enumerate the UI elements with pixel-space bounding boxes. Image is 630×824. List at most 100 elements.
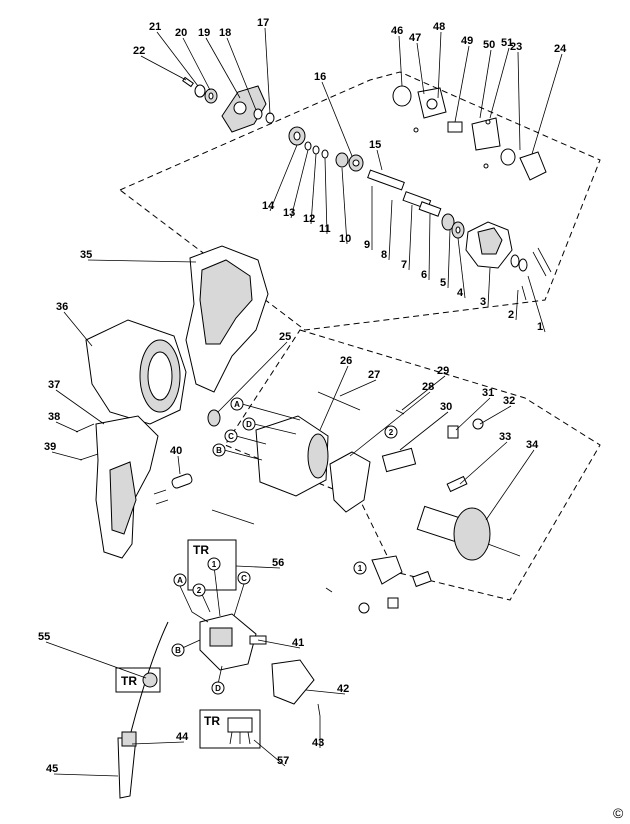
leader-line-22 bbox=[140, 55, 187, 81]
part-number-19: 19 bbox=[198, 27, 210, 39]
leader-line-15 bbox=[376, 149, 383, 171]
screws-part-1 bbox=[521, 247, 552, 301]
part-number-40: 40 bbox=[170, 445, 182, 457]
part-number-49: 49 bbox=[461, 35, 473, 47]
wire-marker-letter-D: D bbox=[242, 417, 256, 431]
tr-label-56: TR bbox=[193, 543, 209, 557]
part-number-36: 36 bbox=[56, 301, 68, 313]
wire-marker-letter-B: B bbox=[212, 443, 226, 457]
part-number-45: 45 bbox=[46, 763, 58, 775]
part-number-26: 26 bbox=[340, 355, 352, 367]
wire-field-a bbox=[241, 403, 301, 421]
bearing-part-4 bbox=[451, 221, 465, 239]
clutch-parts-46-51 bbox=[392, 85, 547, 181]
gear-plate-part bbox=[221, 85, 267, 133]
gear-part-16 bbox=[348, 154, 364, 172]
part-number-42: 42 bbox=[337, 683, 349, 695]
wire-marker-circle bbox=[211, 681, 225, 695]
wire-marker-text: B bbox=[175, 646, 181, 655]
part-number-24: 24 bbox=[554, 43, 567, 55]
wire-marker-circle bbox=[207, 557, 221, 571]
leader-line-39 bbox=[51, 451, 83, 461]
cable-part-45 bbox=[117, 621, 169, 799]
tr-label-55: TR bbox=[121, 674, 137, 688]
wire-marker-circle bbox=[173, 573, 187, 587]
wire-marker-circle bbox=[237, 571, 251, 585]
leader-line-57 bbox=[253, 739, 286, 767]
part-number-7: 7 bbox=[401, 259, 407, 271]
screw-part-43 bbox=[317, 703, 321, 717]
leader-line-10 bbox=[341, 167, 348, 245]
part-number-33: 33 bbox=[499, 431, 511, 443]
leader-line-37 bbox=[55, 389, 105, 425]
capacitor-part-57 bbox=[227, 717, 253, 745]
part-number-13: 13 bbox=[283, 207, 295, 219]
wire-1 bbox=[213, 565, 221, 617]
part-number-27: 27 bbox=[368, 369, 380, 381]
wire-marker-text: A bbox=[177, 576, 183, 585]
leader-line-34 bbox=[485, 449, 535, 521]
part-number-37: 37 bbox=[48, 379, 60, 391]
wire-a bbox=[179, 585, 209, 623]
wire-marker-letter-A: A bbox=[230, 397, 244, 411]
leader-line-44 bbox=[131, 741, 185, 745]
leader-line-4 bbox=[457, 237, 466, 299]
wire-marker-circle bbox=[353, 561, 367, 575]
gearbox-group-outline bbox=[119, 71, 601, 331]
wire-marker-number-1: 1 bbox=[353, 561, 367, 575]
leader-line-50 bbox=[479, 49, 492, 119]
washer-part-21 bbox=[194, 84, 206, 98]
part-number-57: 57 bbox=[277, 755, 289, 767]
leader-line-23 bbox=[517, 51, 521, 151]
leader-line-29 bbox=[401, 375, 446, 411]
wire-marker-text: 1 bbox=[358, 564, 363, 573]
leader-line-40 bbox=[177, 455, 181, 475]
part-number-51: 51 bbox=[501, 37, 513, 49]
part-number-20: 20 bbox=[175, 27, 187, 39]
leader-line-49 bbox=[454, 45, 470, 123]
wire-marker-text: A bbox=[234, 400, 240, 409]
leader-line-36 bbox=[63, 311, 93, 347]
part-number-41: 41 bbox=[292, 637, 304, 649]
screw-long bbox=[211, 509, 255, 525]
leader-line-33 bbox=[459, 441, 508, 485]
part-number-2: 2 bbox=[508, 309, 514, 321]
part-number-56: 56 bbox=[272, 557, 284, 569]
leader-line-13 bbox=[290, 149, 309, 219]
bearing-part-5 bbox=[441, 213, 455, 231]
wire-marker-text: B bbox=[216, 446, 222, 455]
part-number-55: 55 bbox=[38, 631, 50, 643]
part-number-28: 28 bbox=[422, 381, 434, 393]
tr-box-57 bbox=[199, 709, 261, 749]
part-number-14: 14 bbox=[262, 200, 275, 212]
leader-line-51 bbox=[489, 47, 510, 119]
leader-line-2 bbox=[515, 289, 519, 321]
leader-line-24 bbox=[531, 53, 563, 155]
wire-marker-text: D bbox=[215, 684, 221, 693]
part-number-44: 44 bbox=[176, 731, 189, 743]
leader-line-14 bbox=[269, 144, 298, 212]
wire-marker-text: C bbox=[228, 432, 234, 441]
small-parts-13-10 bbox=[304, 141, 349, 168]
leader-line-1 bbox=[527, 275, 546, 333]
part-number-21: 21 bbox=[149, 21, 161, 33]
part-number-29: 29 bbox=[437, 365, 449, 377]
leader-line-7 bbox=[408, 204, 413, 271]
gear-housing-part-3 bbox=[465, 221, 513, 269]
leader-line-41 bbox=[257, 639, 301, 649]
part-number-38: 38 bbox=[48, 411, 60, 423]
wire-marker-letter-A: A bbox=[173, 573, 187, 587]
leader-line-35 bbox=[87, 259, 197, 263]
part-number-43: 43 bbox=[312, 737, 324, 749]
wire-marker-number-2: 2 bbox=[192, 583, 206, 597]
leader-line-21 bbox=[156, 31, 199, 87]
part-number-10: 10 bbox=[339, 233, 351, 245]
spring-part-6 bbox=[418, 201, 442, 217]
cover-part-42 bbox=[271, 659, 315, 705]
wire-marker-letter-C: C bbox=[237, 571, 251, 585]
part-number-47: 47 bbox=[409, 32, 421, 44]
part-number-22: 22 bbox=[133, 45, 145, 57]
brush-part-30 bbox=[381, 447, 417, 473]
